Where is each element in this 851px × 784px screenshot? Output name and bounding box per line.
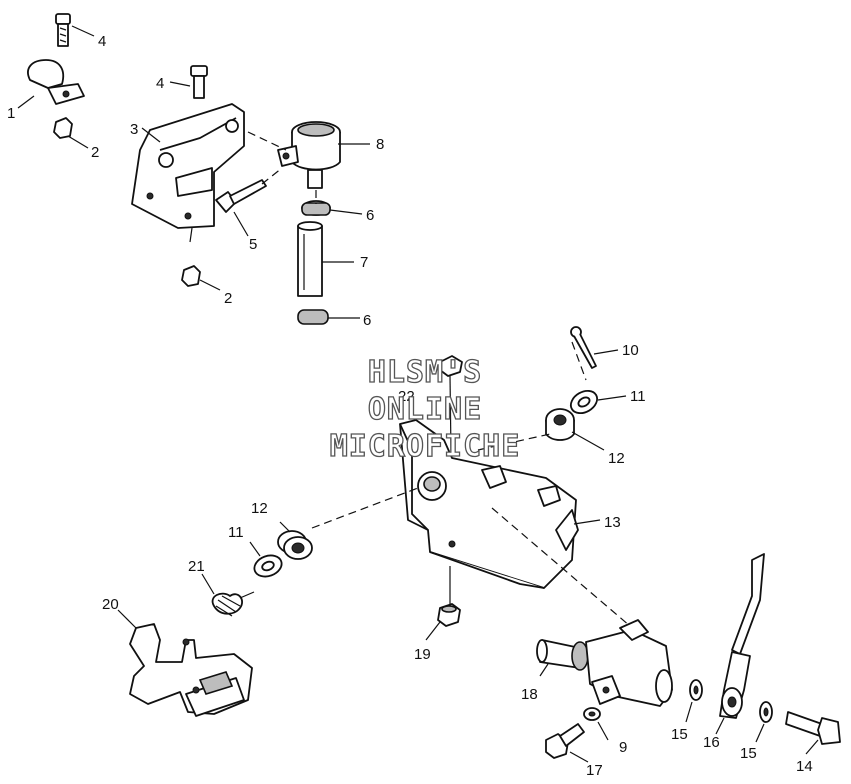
callout-14: 14 xyxy=(796,758,813,775)
spring-part-21[interactable] xyxy=(211,591,255,617)
callout-21: 21 xyxy=(188,558,205,575)
pedal-part-20[interactable] xyxy=(129,623,253,717)
reservoir-part-8[interactable] xyxy=(277,121,341,189)
callout-3: 3 xyxy=(130,121,138,138)
callout-13: 13 xyxy=(604,514,621,531)
clamp-part-1[interactable] xyxy=(27,59,85,105)
washer-part-11-right[interactable] xyxy=(567,386,601,417)
callout-2-top: 2 xyxy=(91,144,99,161)
callout-labels: 4 1 2 4 3 8 5 6 7 2 6 10 22 11 12 13 12 … xyxy=(7,33,813,779)
assembly-line-pivot xyxy=(311,487,419,529)
bolt-part-4-bracket[interactable] xyxy=(190,65,208,99)
assembly-line-cotter xyxy=(571,341,587,381)
callout-11-left: 11 xyxy=(228,524,244,541)
clevis-part-16[interactable] xyxy=(719,553,765,719)
washer-part-15-right[interactable] xyxy=(759,701,773,723)
nut-part-19[interactable] xyxy=(437,566,461,627)
callout-2-bottom: 2 xyxy=(224,290,232,307)
nut-part-2-top[interactable] xyxy=(53,117,73,139)
callout-11-right: 11 xyxy=(630,388,646,405)
watermark-line-1: HLSM'S xyxy=(368,355,482,390)
callout-8: 8 xyxy=(376,136,384,153)
bushing-part-12-left[interactable] xyxy=(277,530,313,560)
callout-1: 1 xyxy=(7,105,15,122)
master-cylinder-part-18[interactable] xyxy=(536,619,673,707)
callout-7: 7 xyxy=(360,254,368,271)
washer-part-11-left[interactable] xyxy=(251,552,284,580)
callout-12-left: 12 xyxy=(251,500,268,517)
callout-16: 16 xyxy=(703,734,720,751)
watermark-line-2: ONLINE xyxy=(368,392,482,427)
washer-part-15-left[interactable] xyxy=(689,679,703,701)
callout-4-bracket: 4 xyxy=(156,75,164,92)
bracket-part-13[interactable] xyxy=(399,419,579,589)
cotter-pin-part-10[interactable] xyxy=(570,326,597,369)
hose-clamp-part-6-lower[interactable] xyxy=(297,309,329,325)
assembly-line-bolt5 xyxy=(261,167,283,185)
callout-20: 20 xyxy=(102,596,119,613)
callout-5: 5 xyxy=(249,236,257,253)
hose-clamp-part-6-upper[interactable] xyxy=(301,200,331,216)
hose-part-7[interactable] xyxy=(297,221,323,297)
assembly-line-reservoir xyxy=(247,131,287,151)
callout-15-right: 15 xyxy=(740,745,757,762)
watermark-line-3: MICROFICHE xyxy=(330,429,521,464)
callout-6-lower: 6 xyxy=(363,312,371,329)
bolt-part-5[interactable] xyxy=(215,179,267,213)
callout-9: 9 xyxy=(619,739,627,756)
watermark: HLSM'S ONLINE MICROFICHE xyxy=(329,354,521,464)
callout-19: 19 xyxy=(414,646,431,663)
callout-10: 10 xyxy=(622,342,639,359)
assembly-line-master-cylinder xyxy=(491,507,631,627)
callout-4-top: 4 xyxy=(98,33,106,50)
callout-22: 22 xyxy=(398,388,415,405)
callout-6-upper: 6 xyxy=(366,207,374,224)
callout-12-right: 12 xyxy=(608,450,625,467)
bushing-part-12-right[interactable] xyxy=(545,408,575,441)
callout-17: 17 xyxy=(586,762,603,779)
washer-part-9[interactable] xyxy=(583,707,601,721)
nut-part-2-bottom[interactable] xyxy=(181,265,201,287)
callout-15-left: 15 xyxy=(671,726,688,743)
leader-lines xyxy=(17,25,819,763)
bolt-part-14[interactable] xyxy=(785,711,841,745)
bracket-part-3[interactable] xyxy=(131,103,245,243)
bolt-part-4-top[interactable] xyxy=(55,13,71,47)
callout-18: 18 xyxy=(521,686,538,703)
bolt-part-17[interactable] xyxy=(545,723,585,759)
